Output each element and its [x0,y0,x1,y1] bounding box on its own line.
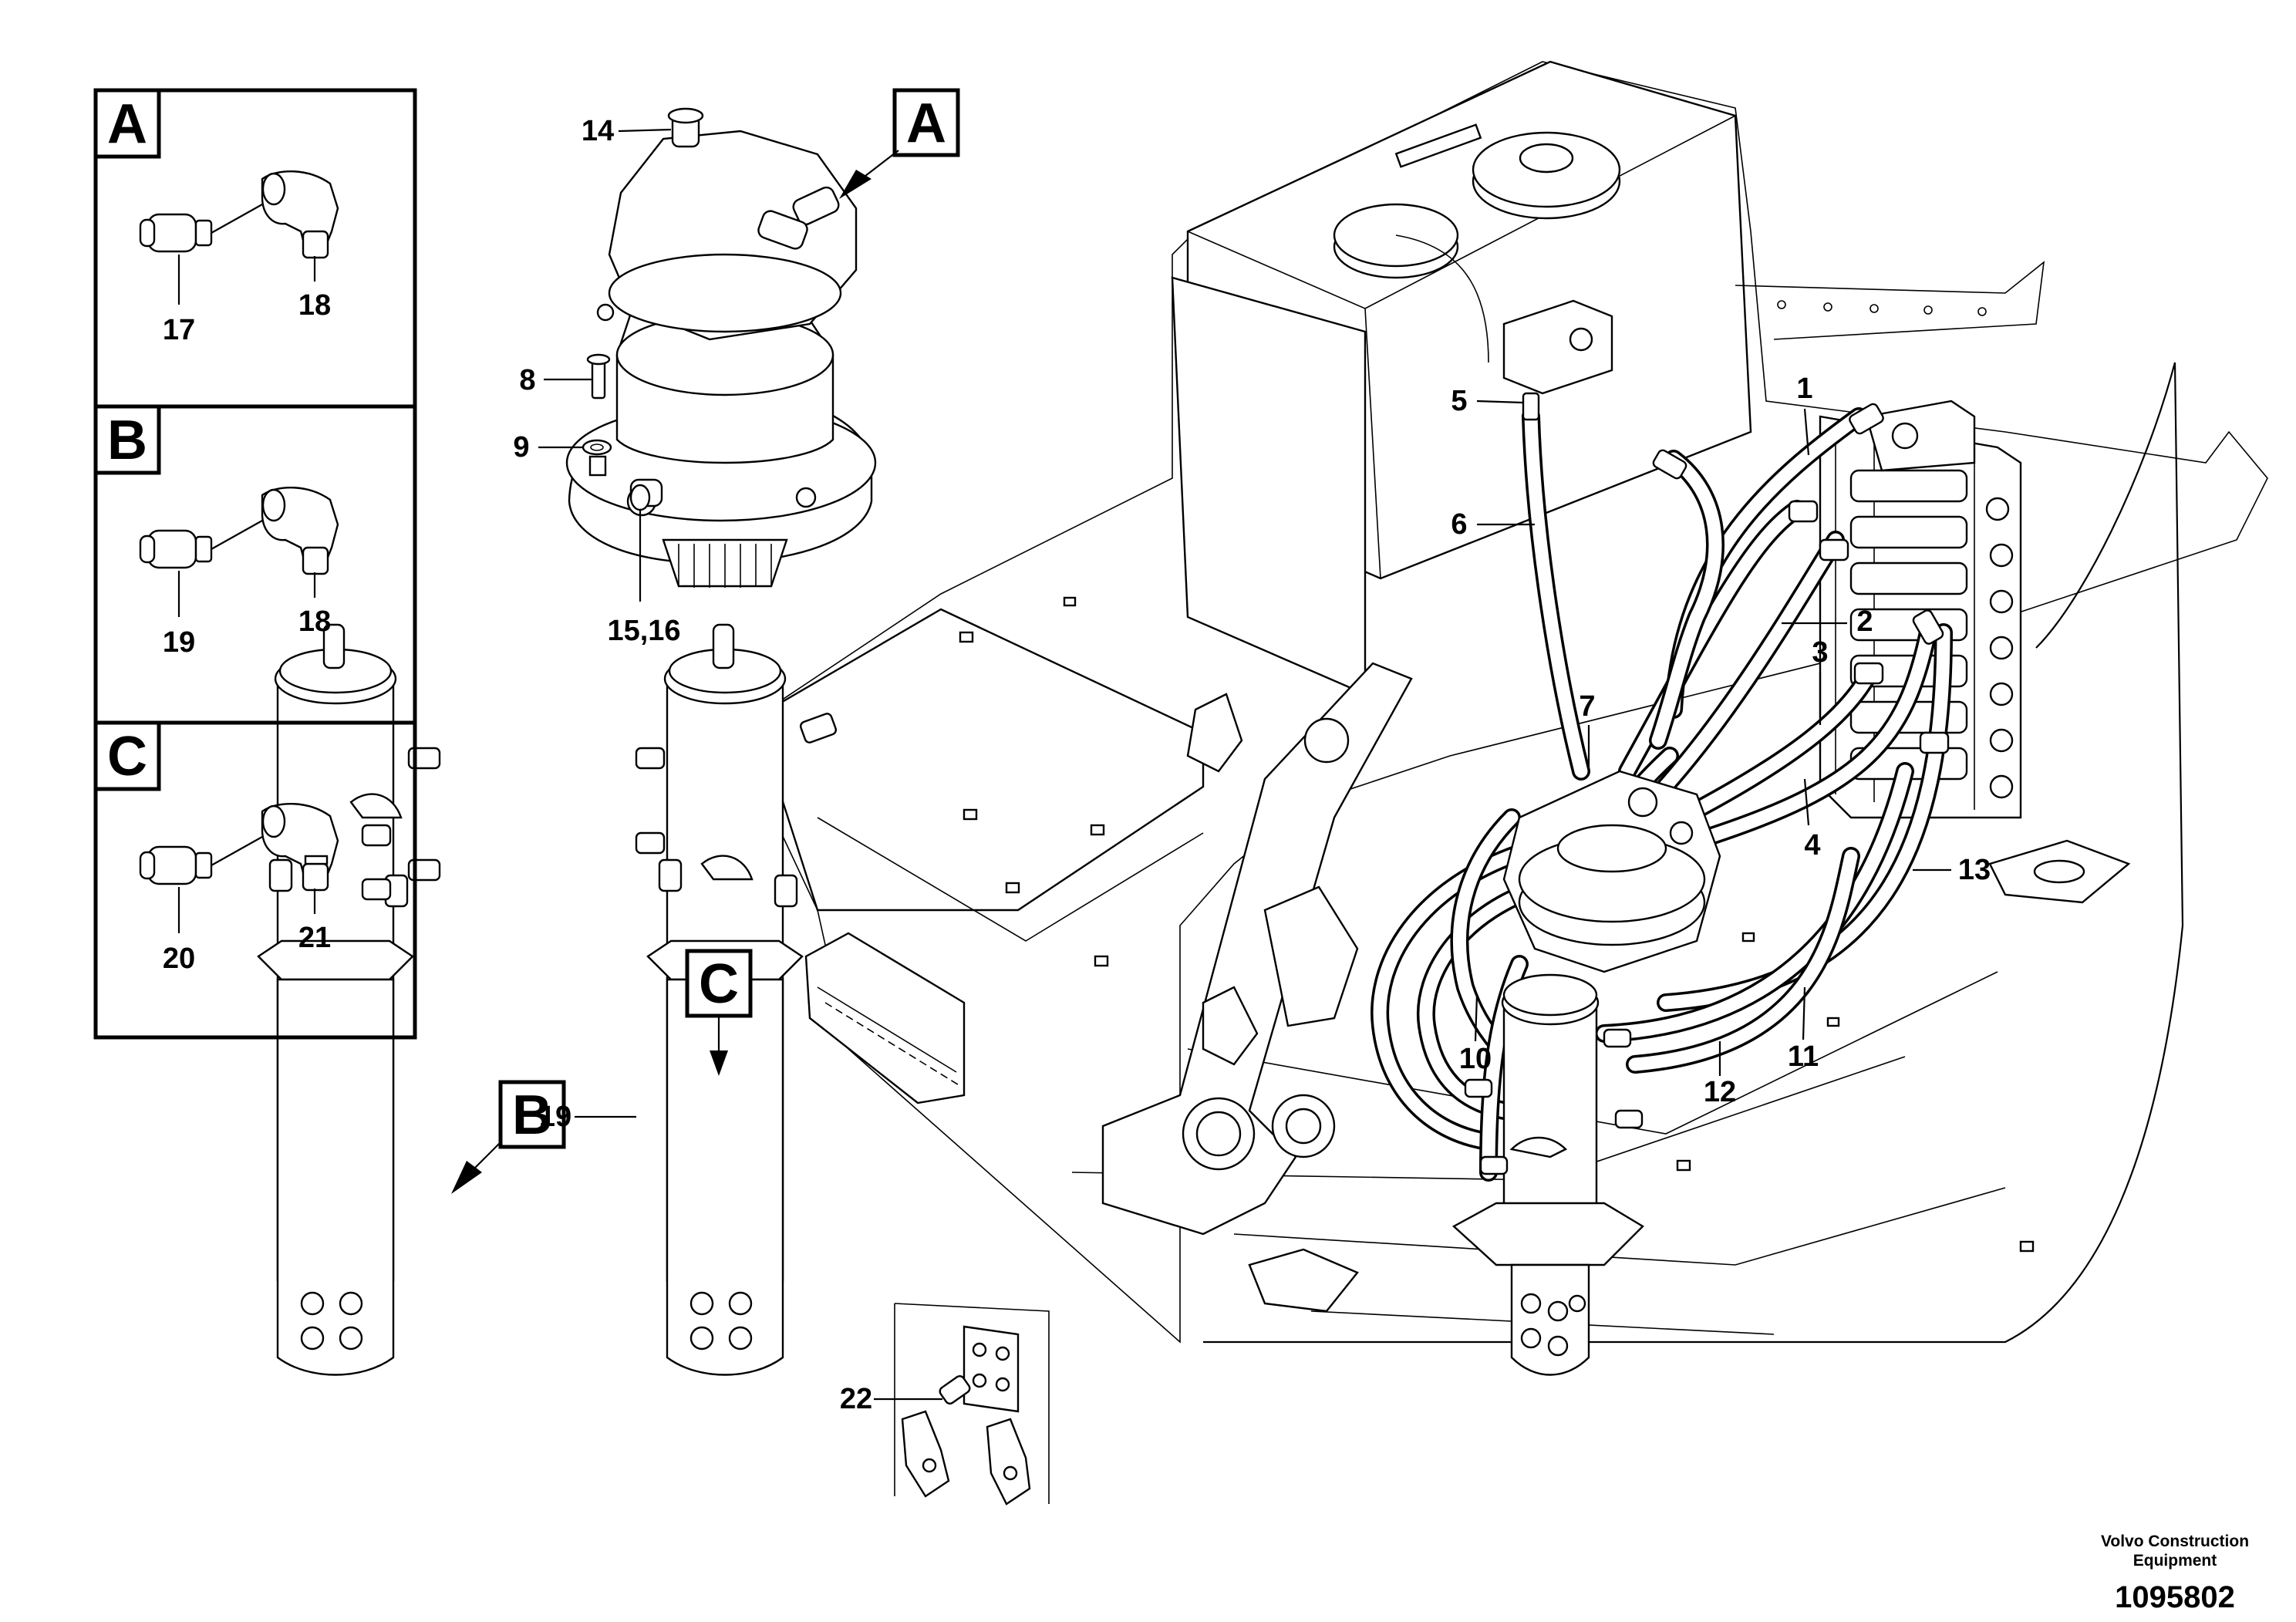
part-label-14: 14 [582,115,614,147]
part-label-1: 1 [1796,373,1812,405]
svg-text:C: C [699,953,739,1015]
part-label-11: 11 [1788,1040,1819,1073]
part-label-13: 13 [1958,854,1991,886]
part-label-20: 20 [163,943,195,975]
part-label-21: 21 [298,922,331,954]
svg-text:B: B [512,1084,552,1146]
detail-box-letter: C [107,726,147,787]
part-label-18: 18 [298,605,331,638]
document-number: 1095802 [2115,1580,2235,1614]
publisher-credit: Equipment [2133,1552,2217,1570]
part-label-12: 12 [1704,1076,1736,1108]
part-label-22: 22 [840,1383,872,1415]
control-valve [1819,400,2022,819]
part-label-19: 19 [163,626,195,659]
elbow-fitting-icon [261,487,339,575]
part-label-18: 18 [298,289,331,322]
part-label-15-16: 15,16 [607,615,680,647]
swivel-view-b [257,623,441,1376]
part-callouts: 14 8 9 15,16 5 6 1 2 3 4 7 13 10 [513,115,1991,1415]
part-label-4: 4 [1804,829,1820,862]
part-label-5: 5 [1451,385,1467,417]
bracket-view-22 [894,1303,1050,1506]
elbow-fitting-icon [261,803,339,892]
detail-box-a: A 17 18 [93,88,339,346]
callout-b: B [451,1080,566,1194]
part-label-17: 17 [163,314,195,346]
footer: Volvo Construction Equipment 1095802 [2101,1533,2249,1614]
svg-text:A: A [906,93,946,154]
part-label-3: 3 [1812,636,1828,669]
upper-frame [754,60,2268,1344]
adapter-fitting-icon [139,529,213,569]
adapter-fitting-icon [139,213,213,253]
swivel-joint [1451,770,1721,1376]
part-label-7: 7 [1579,690,1595,723]
detail-box-b: B 19 18 [93,404,339,659]
detail-box-c: C 20 21 [93,720,339,975]
publisher-credit: Volvo Construction [2101,1533,2249,1550]
detail-box-letter: A [107,93,147,155]
part-label-10: 10 [1459,1043,1492,1075]
part-label-8: 8 [519,364,535,396]
part-label-9: 9 [513,431,529,464]
part-label-6: 6 [1451,508,1467,541]
callout-c: C [685,949,753,1076]
part-label-19: 19 [539,1101,571,1133]
adapter-fitting-icon [139,845,213,885]
part-label-2: 2 [1856,605,1873,638]
plug-fitting-icon [629,478,663,511]
elbow-fitting-icon [261,170,339,259]
callout-a: A [839,88,960,199]
detail-box-letter: B [107,410,147,471]
swing-motor [565,107,877,588]
